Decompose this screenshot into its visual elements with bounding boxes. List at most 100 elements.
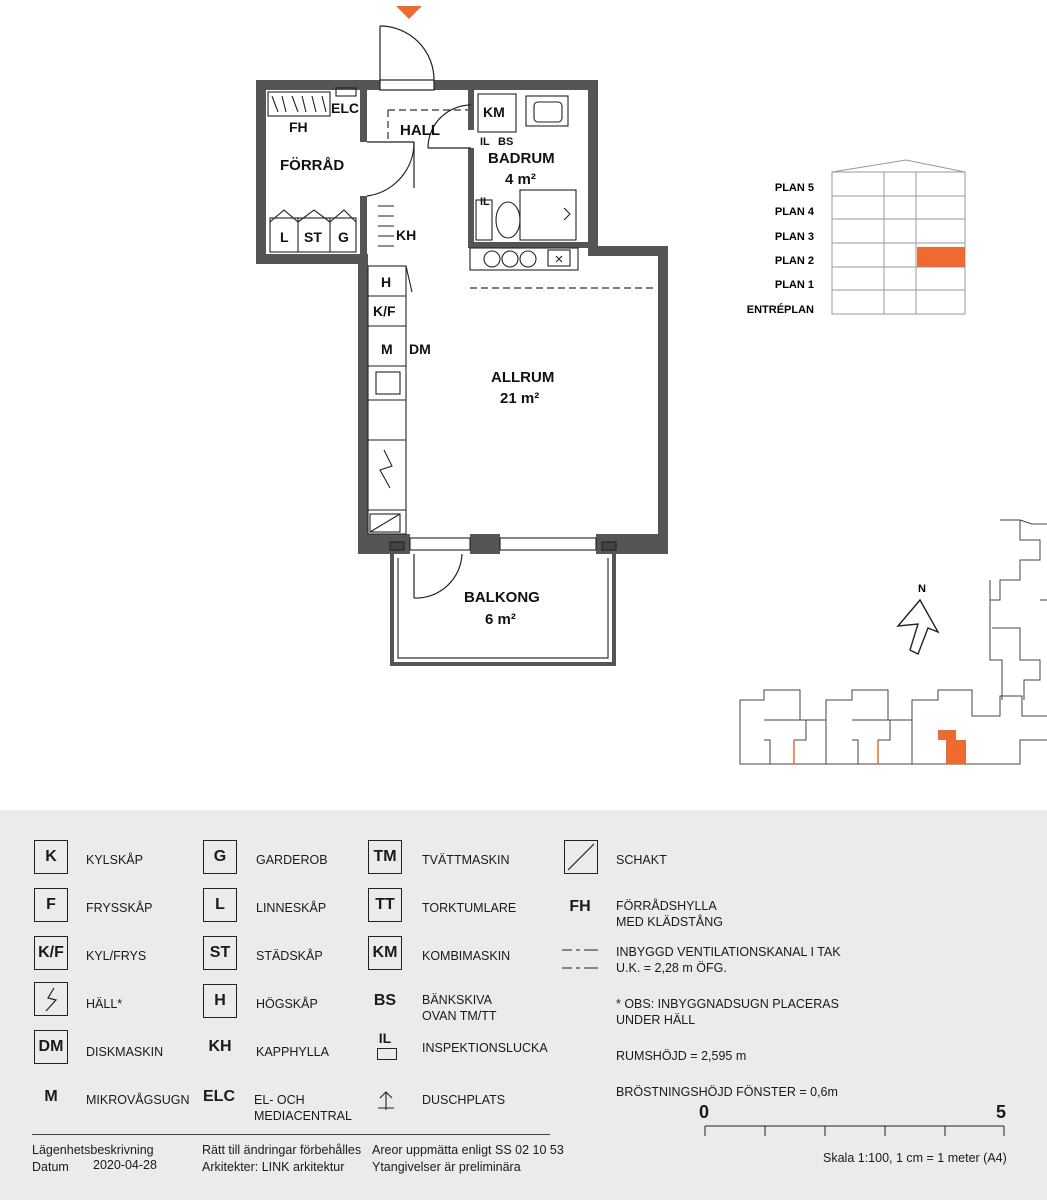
site-plan bbox=[739, 519, 1047, 765]
legend-l-label: LINNESKÅP bbox=[256, 901, 327, 915]
shower-icon bbox=[374, 1090, 398, 1119]
legend-kf-label: KYL/FRYS bbox=[86, 949, 147, 963]
legend-shower-label: DUSCHPLATS bbox=[422, 1093, 506, 1107]
north-arrow-icon: N bbox=[896, 583, 940, 655]
legend-elc-label: EL- OCH MEDIACENTRAL bbox=[254, 1093, 352, 1123]
inspection-hatch-icon bbox=[377, 1048, 397, 1060]
st-label: ST bbox=[304, 229, 322, 245]
legend-f-label: FRYSSKÅP bbox=[86, 901, 153, 915]
scale-text: Skala 1:100, 1 cm = 1 meter (A4) bbox=[823, 1151, 1007, 1165]
selected-floor-marker bbox=[917, 247, 965, 267]
legend-km-symbol: KM bbox=[368, 936, 402, 970]
footer-rights: Rätt till ändringar förbehålles bbox=[202, 1143, 362, 1157]
balkong-label: BALKONG bbox=[464, 589, 540, 606]
legend-tm-label: TVÄTTMASKIN bbox=[422, 853, 510, 867]
legend-g-label: GARDEROB bbox=[256, 853, 328, 867]
site-accents bbox=[793, 740, 879, 764]
balcony bbox=[390, 554, 616, 666]
floor-plan: FH ELC FÖRRÅD HALL KM IL BS BADRUM 4 m² … bbox=[256, 6, 1047, 765]
floor-plan-1[interactable]: PLAN 1 bbox=[775, 279, 814, 291]
footer-divider bbox=[32, 1134, 550, 1135]
scale-bar bbox=[704, 1125, 1005, 1136]
h-label: H bbox=[381, 274, 391, 290]
entrance-door bbox=[379, 25, 435, 91]
legend-panel: K KYLSKÅP F FRYSSKÅP K/F KYL/FRYS HÄLL* … bbox=[0, 810, 1047, 1200]
floor-plan-5[interactable]: PLAN 5 bbox=[775, 182, 814, 194]
legend-schakt-label: SCHAKT bbox=[616, 853, 667, 867]
kitchen-counter bbox=[469, 247, 579, 271]
legend-tm-symbol: TM bbox=[368, 840, 402, 874]
inner-walls bbox=[360, 88, 590, 256]
fh-label: FH bbox=[289, 119, 308, 135]
legend-g-symbol: G bbox=[203, 840, 237, 874]
hall-icon bbox=[34, 982, 68, 1016]
storage-shelves bbox=[267, 87, 394, 253]
hall-label: HALL bbox=[400, 122, 440, 139]
floor-plan-3[interactable]: PLAN 3 bbox=[775, 231, 814, 243]
floor-plan-2[interactable]: PLAN 2 bbox=[775, 255, 814, 267]
m-label: M bbox=[381, 341, 393, 357]
legend-tt-label: TORKTUMLARE bbox=[422, 901, 517, 915]
legend-il-symbol: IL bbox=[378, 1030, 392, 1046]
il2-label: IL bbox=[480, 196, 490, 208]
footer-architects: Arkitekter: LINK arkitektur bbox=[202, 1160, 345, 1174]
legend-st-symbol: ST bbox=[203, 936, 237, 970]
legend-bs-symbol: BS bbox=[373, 992, 397, 1009]
allrum-label: ALLRUM bbox=[491, 369, 554, 386]
legend-kf-symbol: K/F bbox=[34, 936, 68, 970]
legend-dm-symbol: DM bbox=[34, 1030, 68, 1064]
g-label: G bbox=[338, 229, 349, 245]
bathroom-fixtures bbox=[475, 93, 577, 241]
elc-label: ELC bbox=[331, 100, 359, 116]
legend-tt-symbol: TT bbox=[368, 888, 402, 922]
kh-label: KH bbox=[396, 227, 416, 243]
forrad-label: FÖRRÅD bbox=[280, 157, 344, 174]
scale-start: 0 bbox=[699, 1102, 710, 1122]
legend-m-label: MIKROVÅGSUGN bbox=[86, 1093, 190, 1107]
floor-plan-4[interactable]: PLAN 4 bbox=[775, 206, 815, 218]
kitchen-column bbox=[367, 265, 413, 535]
legend-k-label: KYLSKÅP bbox=[86, 853, 143, 867]
legend-st-label: STÄDSKÅP bbox=[256, 949, 323, 963]
storage-door bbox=[364, 141, 415, 197]
legend-h-symbol: H bbox=[203, 984, 237, 1018]
ventilation-line-icon bbox=[560, 944, 600, 979]
legend-l-symbol: L bbox=[203, 888, 237, 922]
balkong-area: 6 m² bbox=[485, 611, 516, 628]
legend-vent-label: INBYGGD VENTILATIONSKANAL I TAK U.K. = 2… bbox=[616, 945, 841, 975]
legend-fh-label: FÖRRÅDSHYLLA MED KLÄDSTÅNG bbox=[616, 899, 723, 929]
legend-k-symbol: K bbox=[34, 840, 68, 874]
windows bbox=[389, 537, 617, 551]
footer-areas: Areor uppmätta enligt SS 02 10 53 bbox=[372, 1143, 564, 1157]
footer-datum-label: Datum bbox=[32, 1160, 69, 1174]
badrum-area: 4 m² bbox=[505, 171, 536, 188]
walls bbox=[256, 80, 668, 554]
scale-end: 5 bbox=[996, 1102, 1007, 1122]
legend-elc-symbol: ELC bbox=[203, 1088, 235, 1105]
legend-brostning: BRÖSTNINGSHÖJD FÖNSTER = 0,6m bbox=[616, 1085, 838, 1099]
legend-km-label: KOMBIMASKIN bbox=[422, 949, 511, 963]
north-label: N bbox=[918, 583, 926, 595]
ventilation-duct bbox=[387, 109, 656, 289]
km-label: KM bbox=[483, 104, 505, 120]
il-label: IL bbox=[480, 136, 490, 148]
footer-title: Lägenhetsbeskrivning bbox=[32, 1143, 154, 1157]
legend-kh-label: KAPPHYLLA bbox=[256, 1045, 329, 1059]
legend-kh-symbol: KH bbox=[208, 1038, 232, 1055]
balcony-door bbox=[413, 553, 463, 599]
schakt-icon bbox=[564, 840, 598, 874]
legend-il-label: INSPEKTIONSLUCKA bbox=[422, 1041, 548, 1055]
dm-label: DM bbox=[409, 341, 431, 357]
footer-prelim: Ytangivelser är preliminära bbox=[372, 1160, 521, 1174]
legend-dm-label: DISKMASKIN bbox=[86, 1045, 164, 1059]
legend-rumshojd: RUMSHÖJD = 2,595 m bbox=[616, 1049, 747, 1063]
legend-obs: * OBS: INBYGGNADSUGN PLACERAS UNDER HÄLL bbox=[616, 997, 839, 1027]
badrum-label: BADRUM bbox=[488, 150, 555, 167]
bs-label: BS bbox=[498, 136, 513, 148]
legend-fh-symbol: FH bbox=[569, 898, 591, 915]
floor-selector: PLAN 5 PLAN 4 PLAN 3 PLAN 2 PLAN 1 ENTRÉ… bbox=[747, 159, 966, 316]
footer-datum: 2020-04-28 bbox=[93, 1158, 157, 1172]
floor-entreplan[interactable]: ENTRÉPLAN bbox=[747, 303, 814, 316]
legend-m-symbol: M bbox=[44, 1088, 58, 1105]
bathroom-door bbox=[427, 104, 475, 149]
